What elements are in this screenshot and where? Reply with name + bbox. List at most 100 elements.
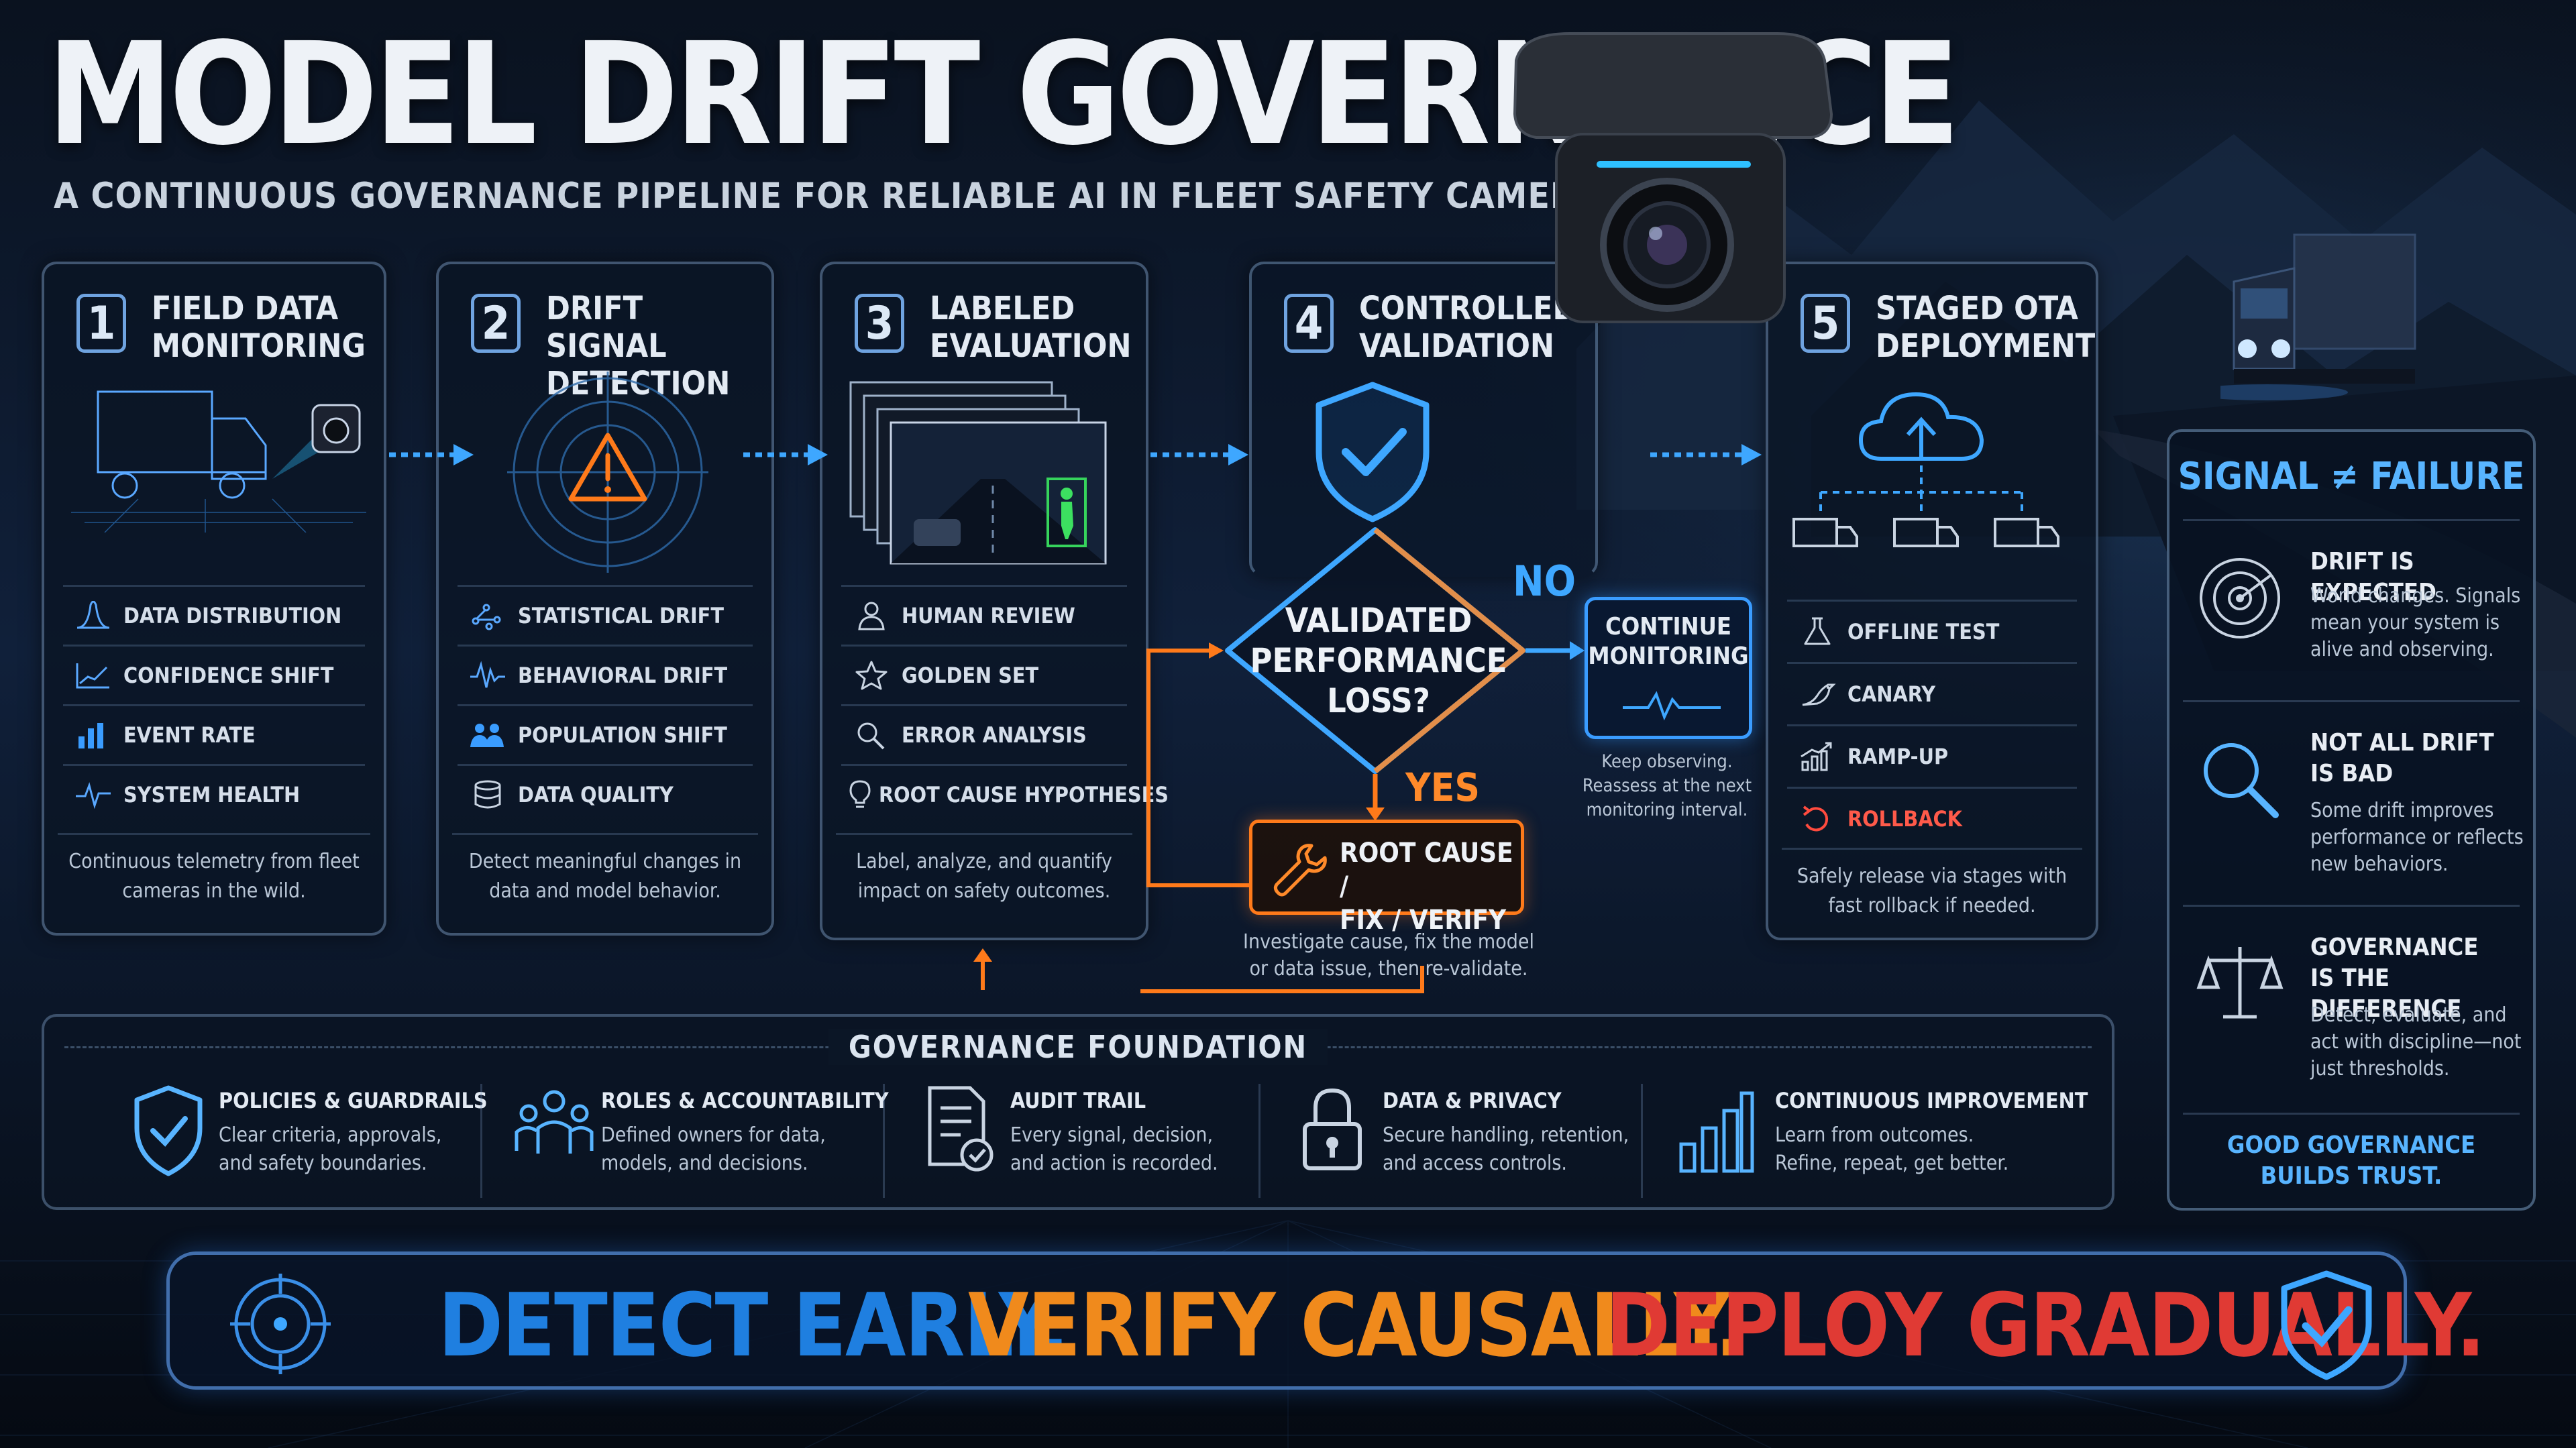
root-cause-box: ROOT CAUSE / FIX / VERIFY xyxy=(1249,820,1524,936)
governance-foundation: GOVERNANCE FOUNDATION POLICIES & GUARDRA… xyxy=(42,1014,2114,1210)
list-item: BEHAVIORAL DRIFT xyxy=(458,645,753,704)
foundation-item: DATA & PRIVACY Secure handling, retentio… xyxy=(1295,1077,1684,1198)
foundation-title: GOVERNANCE FOUNDATION xyxy=(44,1029,2112,1065)
yes-label: YES xyxy=(1405,765,1481,810)
scales-icon xyxy=(2196,947,2284,1019)
foundation-item: CONTINUOUS IMPROVEMENT Learn from outcom… xyxy=(1674,1077,2090,1198)
root-cause-description: Investigate cause, fix the model or data… xyxy=(1243,930,1534,981)
step-title: FIELD DATA MONITORING xyxy=(152,290,366,365)
flow-arrow xyxy=(743,444,828,465)
tagline-verify: VERIFY CAUSALLY. xyxy=(968,1274,1745,1376)
step-1-panel: 1 FIELD DATA MONITORING DATA DISTRIBUTIO… xyxy=(42,262,386,936)
video-frames-illustration xyxy=(849,381,1107,565)
step-number: 4 xyxy=(1284,294,1334,353)
team-icon xyxy=(515,1090,594,1154)
wrench-icon xyxy=(1273,844,1327,897)
document-check-icon xyxy=(928,1086,994,1172)
padlock-icon xyxy=(1303,1088,1362,1170)
signal-panel-footer: GOOD GOVERNANCE BUILDS TRUST. xyxy=(2226,1131,2476,1190)
canary-bird-icon xyxy=(1787,679,1847,709)
continue-monitoring-box: CONTINUE MONITORING xyxy=(1585,597,1752,739)
waveform-icon xyxy=(458,661,518,690)
growth-bars-icon xyxy=(1679,1091,1754,1173)
step-title: CONTROLLED VALIDATION xyxy=(1359,290,1577,365)
step-4-panel: 4 CONTROLLED VALIDATION xyxy=(1249,262,1598,577)
heartbeat-icon xyxy=(1623,691,1721,721)
list-item: POPULATION SHIFT xyxy=(458,704,753,764)
list-item: ROLLBACK xyxy=(1787,787,2077,849)
database-icon xyxy=(458,780,518,810)
list-item: ROOT CAUSE HYPOTHESES xyxy=(841,764,1169,824)
signal-text: Some drift improves performance or refle… xyxy=(2310,799,2524,876)
divider xyxy=(2183,1113,2520,1115)
lightbulb-icon xyxy=(841,780,879,810)
shield-check-icon xyxy=(2281,1270,2372,1380)
target-icon xyxy=(230,1274,331,1374)
signal-text: Detect, evaluate, and act with disciplin… xyxy=(2310,1003,2522,1080)
signal-heading: DRIFT IS EXPECTED xyxy=(2310,548,2436,606)
list-item: ERROR ANALYSIS xyxy=(841,704,1127,764)
divider xyxy=(883,1084,885,1198)
root-cause-label: ROOT CAUSE / FIX / VERIFY xyxy=(1340,838,1513,936)
foundation-item: POLICIES & GUARDRAILS Clear criteria, ap… xyxy=(131,1077,507,1198)
step-3-panel: 3 LABELED EVALUATION HUMAN REVIEW GOLDEN… xyxy=(820,262,1169,940)
decision-question: VALIDATED PERFORMANCE LOSS? xyxy=(1250,601,1507,720)
signal-section: NOT ALL DRIFT IS BAD Some drift improves… xyxy=(2183,700,2524,907)
bell-curve-icon xyxy=(63,601,123,630)
list-item: DATA QUALITY xyxy=(458,764,753,824)
truck-illustration xyxy=(2220,233,2416,400)
tagline-detect: DETECT EARLY. xyxy=(438,1274,1069,1376)
step-title: LABELED EVALUATION xyxy=(930,290,1132,365)
person-icon xyxy=(841,601,902,630)
flask-icon xyxy=(1787,617,1847,647)
flow-arrow xyxy=(1650,444,1762,465)
signal-heading: NOT ALL DRIFT IS BAD xyxy=(2310,729,2494,787)
signal-panel-title: SIGNAL ≠ FAILURE xyxy=(2178,455,2525,498)
signal-text: World changes. Signals mean your system … xyxy=(2310,584,2521,661)
star-icon xyxy=(841,661,902,690)
list-item: CANARY xyxy=(1787,662,2077,724)
list-item: GOLDEN SET xyxy=(841,645,1127,704)
signal-heading: GOVERNANCE IS THE DIFFERENCE xyxy=(2310,934,2479,1023)
cloud-deploy-illustration xyxy=(1792,392,2059,547)
shield-check-icon xyxy=(1316,382,1430,522)
step-description: Safely release via stages with fast roll… xyxy=(1782,848,2082,921)
people-icon xyxy=(458,720,518,750)
continue-monitoring-label: CONTINUE MONITORING xyxy=(1588,613,1749,670)
step-number: 3 xyxy=(855,294,904,353)
step-description: Label, analyze, and quantify impact on s… xyxy=(836,833,1132,906)
magnifier-icon xyxy=(841,720,902,750)
tagline-banner: DETECT EARLY. VERIFY CAUSALLY. DEPLOY GR… xyxy=(166,1251,2485,1390)
signal-section: DRIFT IS EXPECTED World changes. Signals… xyxy=(2183,519,2520,702)
radar-icon xyxy=(2200,558,2280,638)
divider xyxy=(1641,1084,1643,1198)
truck-camera-illustration xyxy=(71,390,366,533)
magnifier-icon xyxy=(2204,743,2279,818)
line-chart-icon xyxy=(63,661,123,690)
foundation-item: AUDIT TRAIL Every signal, decision, and … xyxy=(923,1077,1272,1198)
list-item: DATA DISTRIBUTION xyxy=(63,585,365,645)
page-subtitle: A CONTINUOUS GOVERNANCE PIPELINE FOR REL… xyxy=(54,176,1625,217)
step-number: 2 xyxy=(471,294,521,353)
signal-failure-panel: SIGNAL ≠ FAILURE DRIFT IS EXPECTED World… xyxy=(2167,429,2536,1211)
shield-check-icon xyxy=(134,1085,203,1176)
rollback-icon xyxy=(1787,804,1847,834)
list-item: OFFLINE TEST xyxy=(1787,600,2077,662)
step-2-panel: 2 DRIFT SIGNAL DETECTION STATISTICAL DRI… xyxy=(436,262,774,936)
foundation-item: ROLES & ACCOUNTABILITY Defined owners fo… xyxy=(514,1077,903,1198)
list-item: SYSTEM HEALTH xyxy=(63,764,365,824)
step-description: Continuous telemetry from fleet cameras … xyxy=(58,833,370,906)
step-5-panel: 5 STAGED OTA DEPLOYMENT OFFLINE TEST CAN… xyxy=(1766,262,2098,940)
list-item: RAMP-UP xyxy=(1787,724,2077,787)
loop-back-arrow xyxy=(973,948,992,990)
list-item: CONFIDENCE SHIFT xyxy=(63,645,365,704)
step-number: 5 xyxy=(1801,294,1850,353)
bar-chart-icon xyxy=(63,720,123,750)
step-title: STAGED OTA DEPLOYMENT xyxy=(1876,290,2096,365)
list-item: EVENT RATE xyxy=(63,704,365,764)
no-label: NO xyxy=(1513,557,1576,606)
divider xyxy=(1258,1084,1260,1198)
radar-warning-illustration xyxy=(507,372,708,573)
flow-arrow xyxy=(1150,444,1248,465)
flow-arrow xyxy=(389,444,474,465)
